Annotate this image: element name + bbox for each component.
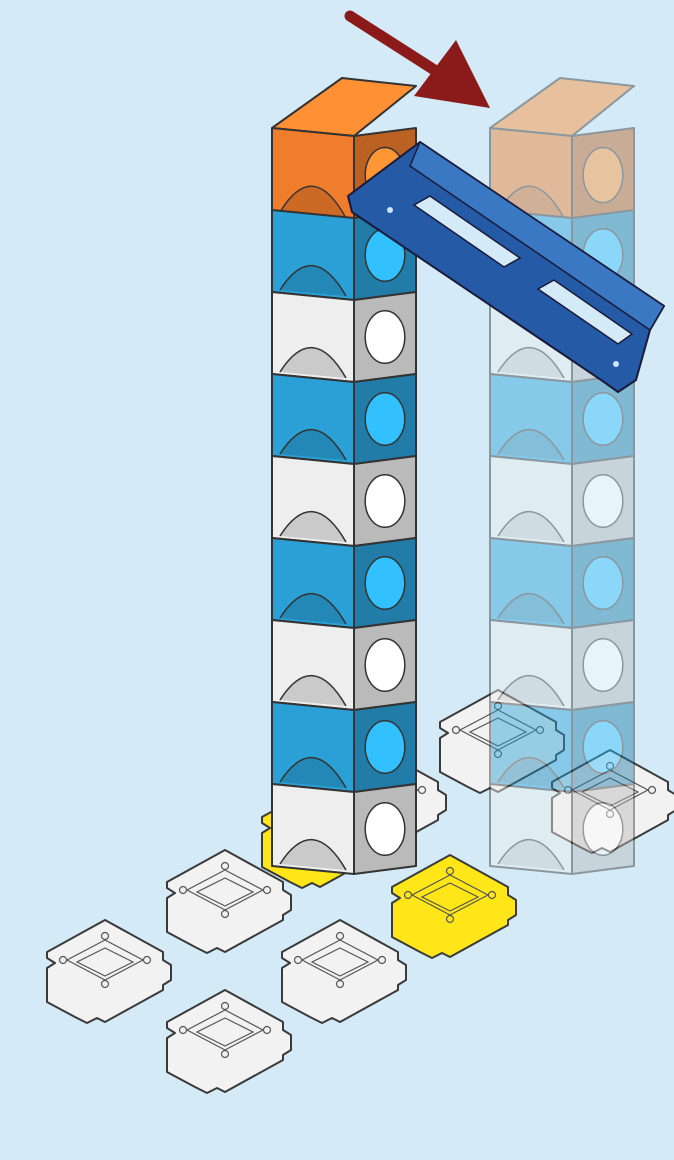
ghost-tower [490,78,634,874]
white-block [272,292,416,382]
base-tile [47,920,171,1023]
blue-block [490,538,634,628]
white-block [272,620,416,710]
base-tile [167,990,291,1093]
white-block [272,784,416,874]
base-tile [282,920,406,1023]
blue-block [272,702,416,792]
blue-block [272,374,416,464]
block-top [272,78,416,136]
highlight-tile [392,855,516,958]
white-block [272,456,416,546]
white-block [490,620,634,710]
blue-block [272,538,416,628]
white-block [490,456,634,546]
block-top [490,78,634,136]
blue-block [490,702,634,792]
white-block [490,784,634,874]
